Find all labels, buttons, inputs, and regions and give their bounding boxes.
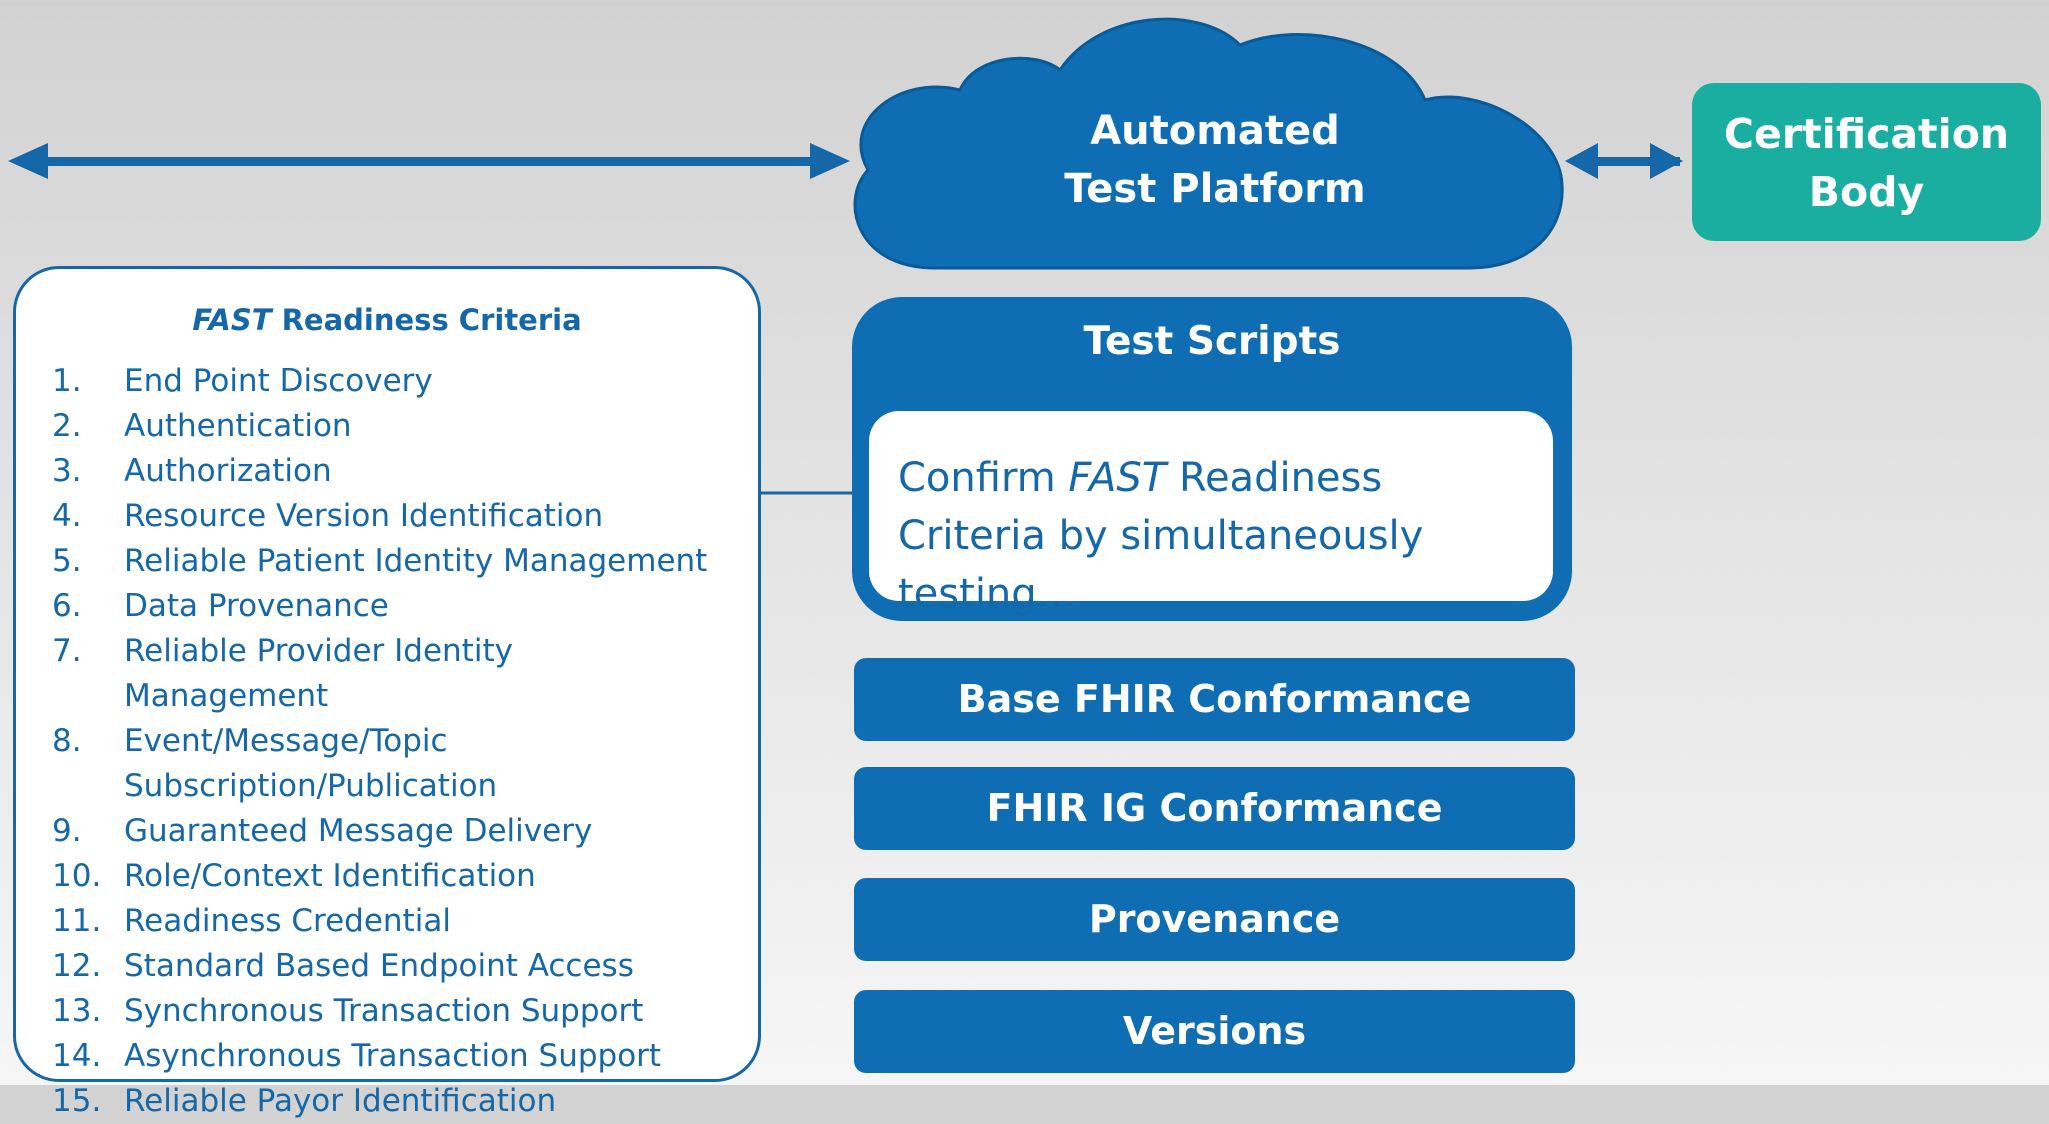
criteria-item: 3. Authorization [52, 449, 724, 494]
right-double-arrow [1565, 143, 1683, 179]
criteria-item-text: Resource Version Identification [124, 498, 604, 534]
criteria-item-text: Reliable Provider Identity Management [124, 633, 513, 714]
versions-label: Versions [1122, 1009, 1307, 1053]
versions-box [854, 990, 1575, 1073]
criteria-item-text: Event/Message/Topic Subscription/Publica… [124, 723, 498, 804]
criteria-item: 8. Event/Message/Topic Subscription/Publi… [52, 719, 724, 809]
criteria-item-number: 7. [52, 633, 82, 669]
criteria-item-number: 3. [52, 453, 82, 489]
criteria-item-number: 2. [52, 408, 82, 444]
criteria-item: 2. Authentication [52, 404, 724, 449]
criteria-item-number: 10. [52, 858, 102, 894]
criteria-item-text: Standard Based Endpoint Access [124, 948, 634, 984]
certification-body-box [1692, 83, 2041, 241]
criteria-item-text: Guaranteed Message Delivery [124, 813, 593, 849]
criteria-item-number: 1. [52, 363, 82, 399]
fhir-ig-conformance-label: FHIR IG Conformance [986, 786, 1443, 830]
base-fhir-conformance-box [854, 658, 1575, 741]
criteria-item-text: End Point Discovery [124, 363, 433, 399]
test-scripts-fast: FAST [1068, 455, 1167, 501]
criteria-title-rest: Readiness Criteria [271, 303, 582, 337]
criteria-item-number: 5. [52, 543, 82, 579]
criteria-title: FAST Readiness Criteria [16, 303, 758, 337]
criteria-item-text: Data Provenance [124, 588, 389, 624]
test-scripts-title: Test Scripts [1083, 319, 1341, 364]
test-scripts-description: Confirm FAST Readiness Criteria by simul… [898, 449, 1538, 623]
criteria-item: 10. Role/Context Identification [52, 854, 724, 899]
fhir-ig-conformance-box [854, 767, 1575, 850]
criteria-item-number: 9. [52, 813, 82, 849]
certification-body-label: Certification Body [1692, 105, 2041, 221]
criteria-item-number: 11. [52, 903, 102, 939]
cloud-shape [853, 17, 1564, 270]
readiness-criteria-panel: FAST Readiness Criteria 1. End Point Disc… [13, 266, 761, 1119]
criteria-item-text: Role/Context Identification [124, 858, 536, 894]
criteria-item-number: 12. [52, 948, 102, 984]
cert-line-2: Body [1808, 168, 1925, 216]
criteria-item-number: 15. [52, 1083, 102, 1119]
criteria-item-number: 4. [52, 498, 82, 534]
criteria-item-number: 14. [52, 1038, 102, 1074]
automated-test-platform-label: Automated Test Platform [990, 102, 1440, 218]
criteria-item-number: 6. [52, 588, 82, 624]
test-scripts-post: Readiness Criteria by simultaneously tes… [898, 455, 1424, 617]
left-double-arrow [8, 143, 850, 179]
criteria-list: 1. End Point Discovery 2. Authentication 3. A… [52, 359, 724, 1124]
criteria-item: 9. Guaranteed Message Delivery [52, 809, 724, 854]
criteria-item: 11. Readiness Credential [52, 899, 724, 944]
test-scripts-pre: Confirm [898, 455, 1069, 501]
base-fhir-conformance-label: Base FHIR Conformance [957, 677, 1472, 721]
criteria-item-number: 13. [52, 993, 102, 1029]
cert-line-1: Certification [1723, 110, 2010, 158]
criteria-item: 4. Resource Version Identification [52, 494, 724, 539]
test-scripts-box: Test Scripts Confirm FAST Readiness Crit… [852, 297, 1572, 621]
diagram-connectors [8, 17, 1683, 495]
criteria-item: 1. End Point Discovery [52, 359, 724, 404]
cloud-line-1: Automated [1090, 108, 1340, 154]
criteria-item-text: Authentication [124, 408, 352, 444]
criteria-item-text: Reliable Payor Identification [124, 1083, 557, 1119]
criteria-item: 15. Reliable Payor Identification [52, 1079, 724, 1124]
criteria-item-text: Authorization [124, 453, 332, 489]
criteria-item: 5. Reliable Patient Identity Management [52, 539, 724, 584]
criteria-item-number: 8. [52, 723, 82, 759]
cloud-line-2: Test Platform [1064, 166, 1366, 212]
provenance-box [854, 878, 1575, 961]
criteria-item-text: Reliable Patient Identity Management [124, 543, 708, 579]
criteria-item: 13. Synchronous Transaction Support [52, 989, 724, 1034]
criteria-item: 6. Data Provenance [52, 584, 724, 629]
provenance-label: Provenance [1088, 897, 1341, 941]
test-scripts-inner-box: Confirm FAST Readiness Criteria by simul… [869, 411, 1553, 617]
criteria-item: 12. Standard Based Endpoint Access [52, 944, 724, 989]
criteria-item: 7. Reliable Provider Identity Management [52, 629, 724, 719]
criteria-item-text: Synchronous Transaction Support [124, 993, 644, 1029]
criteria-item-text: Asynchronous Transaction Support [124, 1038, 662, 1074]
criteria-title-fast: FAST [192, 303, 272, 337]
criteria-item: 14. Asynchronous Transaction Support [52, 1034, 724, 1079]
criteria-item-text: Readiness Credential [124, 903, 451, 939]
